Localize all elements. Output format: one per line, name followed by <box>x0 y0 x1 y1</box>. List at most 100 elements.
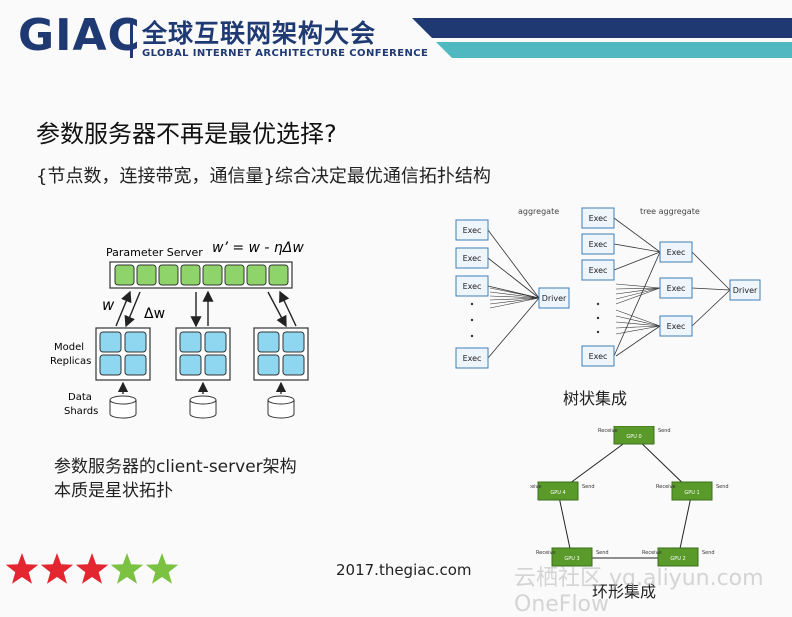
green-star-icon <box>145 553 179 584</box>
gpu-node <box>613 426 655 445</box>
ring-send-label: Send <box>702 550 715 556</box>
ring-send-label: Send <box>716 484 729 490</box>
ps-shard-cylinder <box>189 400 217 419</box>
ring-edge <box>676 491 693 559</box>
exec-node-label: Exec <box>463 282 482 291</box>
exec-node-label: Exec <box>589 352 608 361</box>
ring-caption: 环形集成 <box>592 582 657 601</box>
ps-replica-cell <box>282 331 305 353</box>
tree-edge-fan <box>615 283 661 289</box>
tree-edge <box>615 325 661 357</box>
exec-node-label: Exec <box>667 322 686 331</box>
exec-node-label: Exec <box>667 248 686 257</box>
exec-node <box>581 207 615 229</box>
website-url: 2017.thegiac.com <box>336 561 472 579</box>
exec-node-label: Exec <box>463 226 482 235</box>
aggregate-edge-extra <box>489 287 540 299</box>
ring-receive-label: Receive <box>598 428 618 434</box>
tree-edge-fan <box>615 325 661 329</box>
ps-server-label: Parameter Server <box>106 246 203 259</box>
red-star-icon <box>75 553 109 584</box>
rating-stars <box>5 553 179 584</box>
exec-node <box>455 347 489 369</box>
exec-node-label: Exec <box>589 240 608 249</box>
green-star-icon <box>110 553 144 584</box>
aggregate-dot <box>470 334 474 338</box>
aggregate-edge-extra <box>489 295 540 299</box>
tree-edge-fan <box>615 287 661 290</box>
tree-edge <box>613 251 661 271</box>
exec-node <box>659 277 693 299</box>
ps-replica-cell <box>99 331 122 353</box>
ps-replica-cell <box>179 354 202 376</box>
tree-edge-fan <box>615 321 661 327</box>
tree-edge <box>613 243 661 253</box>
exec-node <box>455 247 489 269</box>
ps-replica-cell <box>282 354 305 376</box>
ps-param-cell <box>246 264 267 286</box>
aggregate-diagrams: aggregate tree aggregate ExecExecExecExe… <box>455 207 761 369</box>
ps-replica-cell <box>179 331 202 353</box>
slide-subtitle: {节点数，连接带宽，通信量}综合决定最优通信拓扑结构 <box>36 166 491 187</box>
gpu-node <box>657 547 699 567</box>
exec-node-label: Exec <box>589 214 608 223</box>
tree-dot <box>596 302 600 306</box>
ps-shard-cylinder <box>267 400 295 419</box>
ring-receive-label: Receive <box>530 484 542 490</box>
conference-name-cn: 全球互联网架构大会 <box>142 19 377 48</box>
ps-replica-cell <box>124 354 147 376</box>
ps-shard-top <box>267 395 295 405</box>
ps-replica-cell <box>257 354 280 376</box>
exec-node-label: Exec <box>667 284 686 293</box>
exec-node-label: Exec <box>463 354 482 363</box>
gpu-node <box>537 481 579 501</box>
aggregate-edge-extra <box>489 297 540 309</box>
ps-param-cell <box>114 264 135 286</box>
exec-node <box>659 241 693 263</box>
exec-node <box>659 315 693 337</box>
tree-caption: 树状集成 <box>563 389 628 408</box>
ps-formula: w’ = w - ηΔw <box>212 240 304 256</box>
gpu-node-label: GPU 4 <box>550 490 565 496</box>
ring-receive-label: Receive <box>642 550 662 556</box>
gpu-node <box>671 481 713 501</box>
exec-node <box>581 345 615 367</box>
ps-replica-cell <box>124 331 147 353</box>
slide-title: 参数服务器不再是最优选择? <box>36 120 337 148</box>
aggregate-edge-extra <box>489 291 540 299</box>
gpu-node-label: GPU 2 <box>670 556 685 562</box>
giac-logo: GIAC <box>18 10 141 61</box>
exec-node <box>455 219 489 241</box>
ps-shards-label-2: Shards <box>64 406 98 417</box>
red-star-icon <box>40 553 74 584</box>
tree-edge-fan <box>615 309 661 327</box>
ps-replicas-label-1: Model <box>54 342 84 353</box>
driver-node-label: Driver <box>733 286 758 295</box>
aggregate-edge <box>487 229 540 299</box>
exec-node-label: Exec <box>463 254 482 263</box>
ps-shard-cylinder <box>109 400 137 419</box>
ps-param-cell <box>136 264 157 286</box>
exec-node-label: Exec <box>589 266 608 275</box>
tree-edge-fan <box>615 325 661 335</box>
ps-param-cell <box>268 264 289 286</box>
tree-edge-fan <box>615 287 661 295</box>
aggregate-dot <box>470 302 474 306</box>
ps-replicas <box>95 327 309 394</box>
ps-dw-label: Δw <box>144 306 165 322</box>
ps-shard-top <box>109 395 137 405</box>
tree-edge-fan <box>615 287 661 305</box>
ps-caption: 参数服务器的client-server架构 本质是星状拓扑 <box>54 455 297 503</box>
conference-name-en: GLOBAL INTERNET ARCHITECTURE CONFERENCE <box>142 48 429 59</box>
ps-replica-cell <box>204 354 227 376</box>
ps-param-cell <box>180 264 201 286</box>
tree-edge-fan <box>615 287 661 300</box>
tree-edge <box>613 251 661 357</box>
tree-dot <box>596 316 600 320</box>
aggregate-dot <box>470 318 474 322</box>
aggregate-edge <box>487 257 540 299</box>
